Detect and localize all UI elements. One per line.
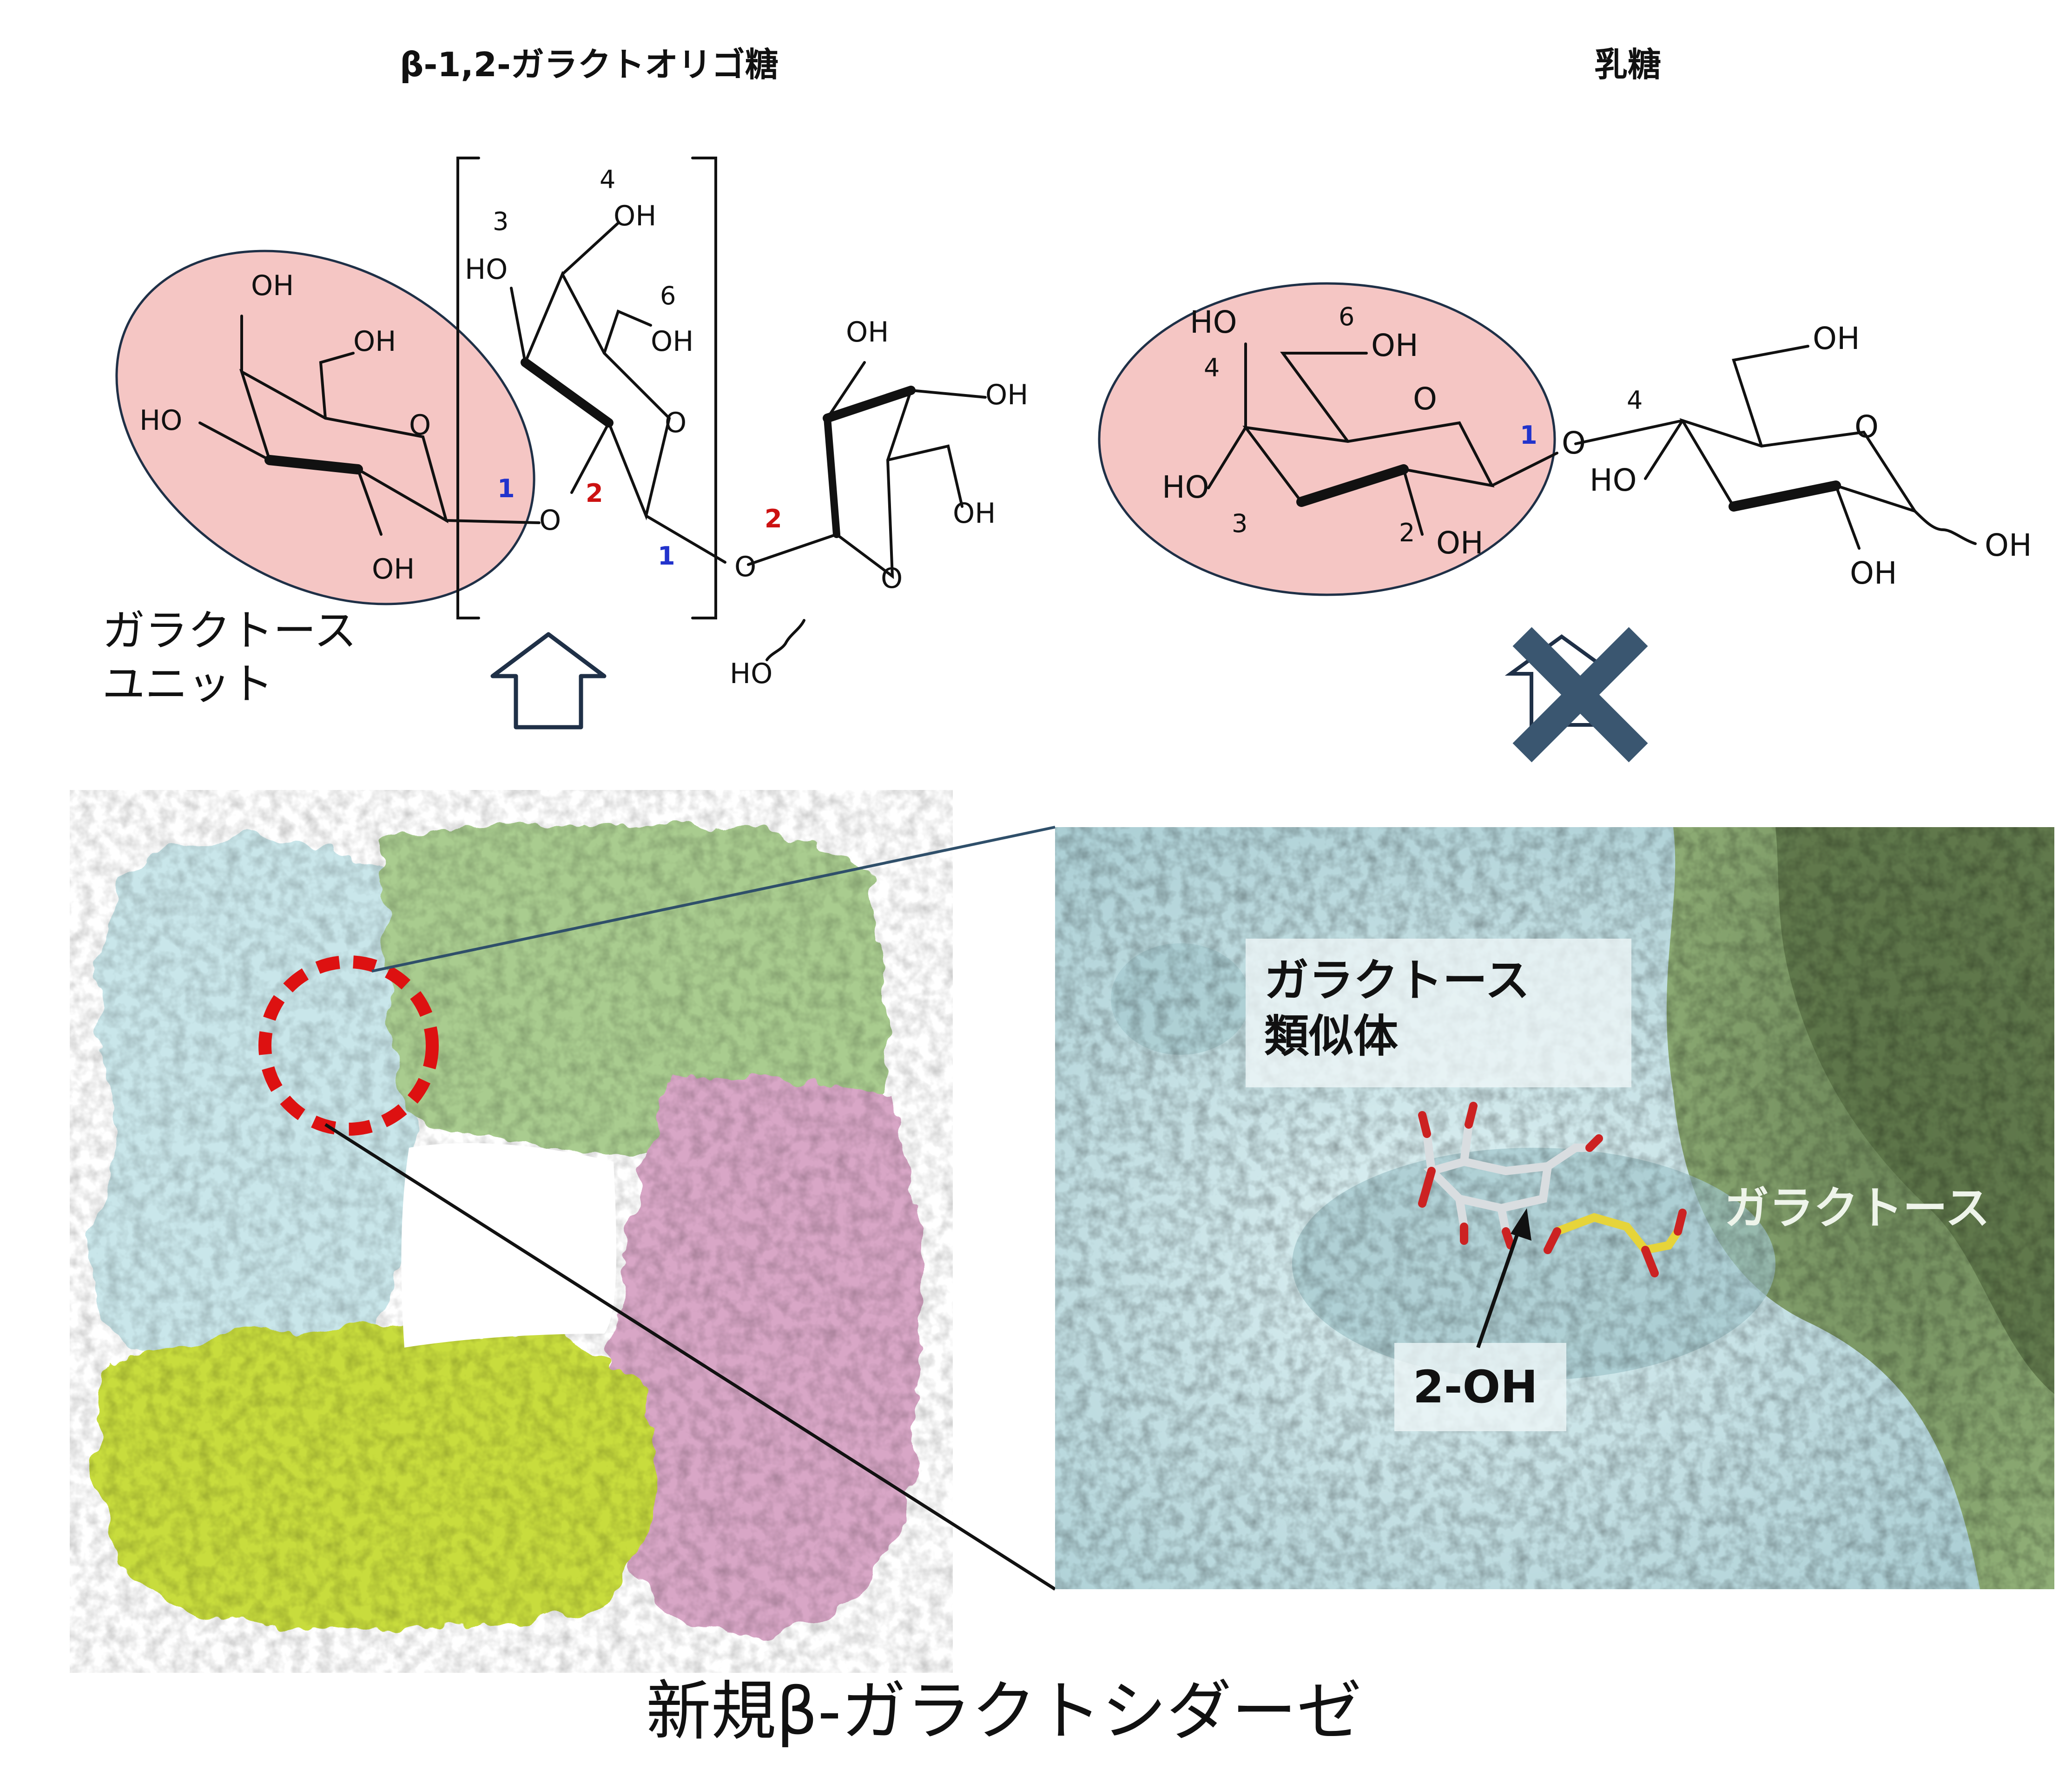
carbon-number-4: 4 [1627,386,1643,415]
oh-label: OH [1436,525,1484,561]
title-lactose: 乳糖 [1594,45,1662,84]
carbon-number-4: 4 [1204,353,1220,382]
galactose-unit-label-line2: ユニット [102,659,274,709]
galactose-analog-label-line2: 類似体 [1264,1010,1398,1062]
glycosidic-oxygen-label: O [1562,425,1586,461]
oh-label: OH [251,270,294,302]
ho-label: HO [139,404,183,437]
lactose-bonds [1207,342,1977,550]
two-oh-label: 2-OH [1413,1361,1538,1413]
oh-label: OH [846,316,889,349]
oh-label: OH [1371,328,1419,363]
analog-label-box [1246,939,1631,1087]
ho-label: HO [465,253,508,286]
oh-label-box [1394,1343,1566,1431]
oh-label: OH [614,200,657,232]
oh-label: OH [353,325,396,358]
hollow-up-arrow-icon [490,632,607,730]
carbon-number-1: 1 [658,541,675,571]
carbon-number-3: 3 [1232,509,1248,538]
ring-oxygen-label: O [1854,409,1879,445]
ho-label: HO [1190,304,1237,340]
galactose-analog-label: ガラクトース 類似体 [1264,953,1530,1064]
zoom-connector-top [371,826,1056,973]
oh-pointer-arrow [1476,1226,1522,1348]
binding-site-dashed-circle [258,955,439,1136]
galactose-unit-label: ガラクトース ユニット [102,604,356,711]
ring-oxygen-label: O [409,409,431,441]
zoom-connector-bottom [324,1123,1056,1591]
carbon-number-2: 2 [1399,518,1415,547]
carbon-number-2: 2 [586,479,603,508]
galactose-label: ガラクトース [1724,1182,1990,1234]
glycosidic-oxygen-label: O [734,551,757,583]
carbon-number-2: 2 [765,504,782,533]
crossed-arrow-icon [1505,627,1648,763]
oh-label: OH [1813,321,1860,356]
left-oligosaccharide-bonds [198,157,987,661]
oh-label: OH [985,379,1029,411]
title-oligosaccharide: β-1,2-ガラクトオリゴ糖 [400,45,779,84]
ho-label: HO [1590,462,1637,498]
carbon-number-6: 6 [1339,302,1355,331]
galactose-analog-ligand [1418,1102,1603,1250]
protein-tetramer [70,790,953,1673]
carbon-number-6: 6 [660,281,676,310]
galactose-unit-highlight [115,250,535,605]
oh-label: OH [1850,555,1897,591]
galactose-unit-label-line1: ガラクトース [102,606,357,656]
ring-oxygen-label: O [881,562,903,595]
galactose-ligand [1544,1209,1687,1277]
oh-label: OH [953,497,996,530]
carbon-number-1: 1 [1520,421,1538,450]
ring-oxygen-label: O [1413,381,1437,417]
carbon-number-1: 1 [497,474,515,503]
ho-label: HO [730,658,773,690]
zoom-panel [1055,827,2054,1589]
oh-label: OH [372,553,415,585]
ring-oxygen-label: O [665,407,687,439]
galactose-analog-label-line1: ガラクトース [1264,954,1530,1006]
carbon-number-3: 3 [493,207,509,236]
oh-label: OH [1985,527,2032,563]
oh-label: OH [651,325,694,358]
ho-label: HO [1162,469,1209,505]
carbon-number-4: 4 [600,165,616,194]
figure-caption: 新規β-ガラクトシダーゼ [646,1674,1362,1750]
glycosidic-oxygen-label: O [539,504,561,537]
